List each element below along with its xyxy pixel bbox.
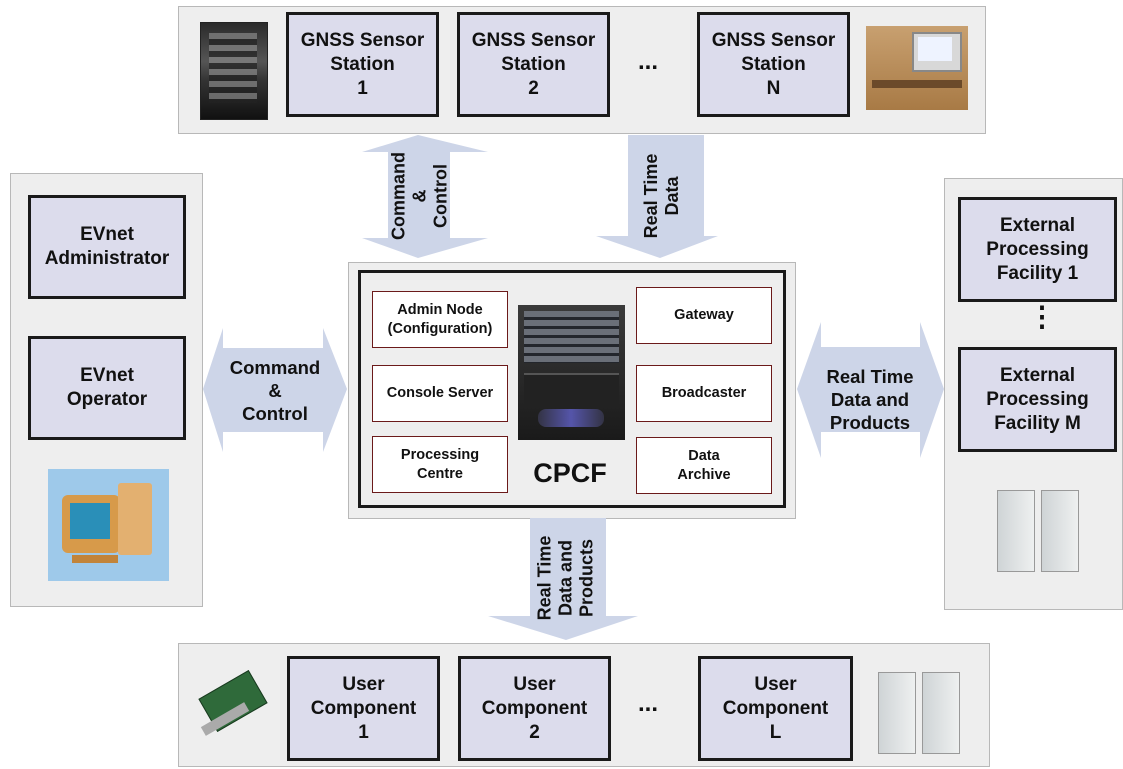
server-rack-image <box>518 305 625 440</box>
real-time-products-down-arrow <box>488 518 638 640</box>
user-component-2[interactable]: User Component 2 <box>458 656 611 761</box>
cpcf-title: CPCF <box>533 458 607 488</box>
workstation-desk-image <box>866 26 968 110</box>
left-arrow-label: Command & Control <box>229 357 321 424</box>
admin-node-box[interactable]: Admin Node (Configuration) <box>372 291 508 348</box>
command-control-horizontal-arrow <box>203 328 347 452</box>
external-processing-facility-m[interactable]: External Processing Facility M <box>958 347 1117 452</box>
command-control-vertical-arrow <box>362 135 488 258</box>
real-time-data-down-arrow <box>596 135 718 258</box>
right-arrow-label: Real Time Data and Products <box>826 366 914 433</box>
data-archive-box[interactable]: Data Archive <box>636 437 772 494</box>
processing-centre-box[interactable]: Processing Centre <box>372 436 508 493</box>
sensor-rack-image <box>200 22 268 120</box>
desktop-computer-image <box>48 469 169 581</box>
gnss-station-1[interactable]: GNSS Sensor Station 1 <box>286 12 439 117</box>
bottom-arrow-label: Real Time Data and Products <box>534 535 597 621</box>
server-towers-image <box>995 486 1083 572</box>
gnss-ellipsis: ... <box>638 48 659 75</box>
evnet-administrator[interactable]: EVnet Administrator <box>28 195 186 299</box>
real-time-products-horizontal-arrow <box>797 322 944 458</box>
console-server-box[interactable]: Console Server <box>372 365 508 422</box>
users-ellipsis: ... <box>638 690 659 717</box>
external-processing-facility-1[interactable]: External Processing Facility 1 <box>958 197 1117 302</box>
top-right-arrow-label: Real Time Data <box>641 153 682 239</box>
server-towers-image <box>876 668 964 754</box>
user-component-1[interactable]: User Component 1 <box>287 656 440 761</box>
user-component-l[interactable]: User Component L <box>698 656 853 761</box>
gnss-station-n[interactable]: GNSS Sensor Station N <box>697 12 850 117</box>
broadcaster-box[interactable]: Broadcaster <box>636 365 772 422</box>
facility-ellipsis: ⋮ <box>1028 301 1056 332</box>
top-left-arrow-label: Command & Control <box>388 151 451 241</box>
network-card-image <box>196 664 268 744</box>
gateway-box[interactable]: Gateway <box>636 287 772 344</box>
evnet-operator[interactable]: EVnet Operator <box>28 336 186 440</box>
gnss-station-2[interactable]: GNSS Sensor Station 2 <box>457 12 610 117</box>
